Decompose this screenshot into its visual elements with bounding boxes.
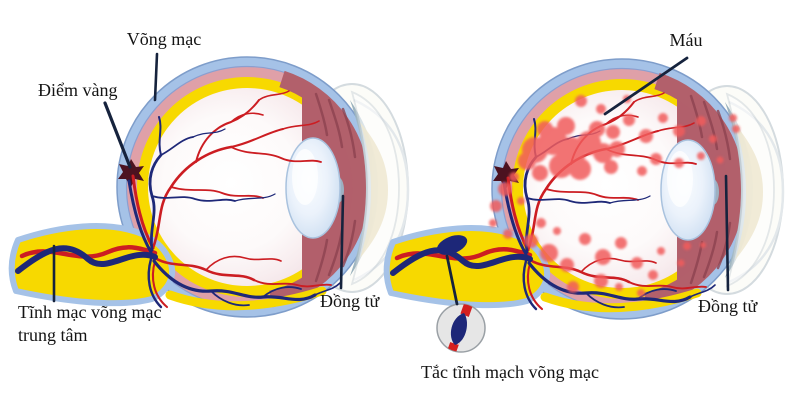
label-pupil-left: Đồng tử [320, 291, 380, 311]
label-central-retinal-vein: Tĩnh mạc võng mạc trung tâm [18, 302, 162, 346]
occlusion-pointer-line [445, 254, 459, 306]
pupil-right-pointer-line [724, 174, 730, 292]
leader-lines [52, 52, 730, 306]
blood-pointer-line [603, 56, 689, 116]
retina-pointer-line [153, 52, 159, 102]
hemorrhage-spots [489, 95, 740, 297]
label-pupil-right: Đồng tử [698, 296, 758, 316]
vein-occlusion-inset [436, 303, 486, 353]
occluded-vein-bulge [436, 235, 468, 255]
pupil-left-pointer-line [339, 194, 345, 290]
label-retina: Võng mạc [126, 29, 202, 49]
label-macula: Điểm vàng [38, 80, 118, 100]
macula-pointer-line [103, 101, 132, 169]
label-blood: Máu [669, 30, 703, 50]
label-retinal-vein-occlusion: Tắc tĩnh mạch võng mạc [421, 362, 599, 382]
